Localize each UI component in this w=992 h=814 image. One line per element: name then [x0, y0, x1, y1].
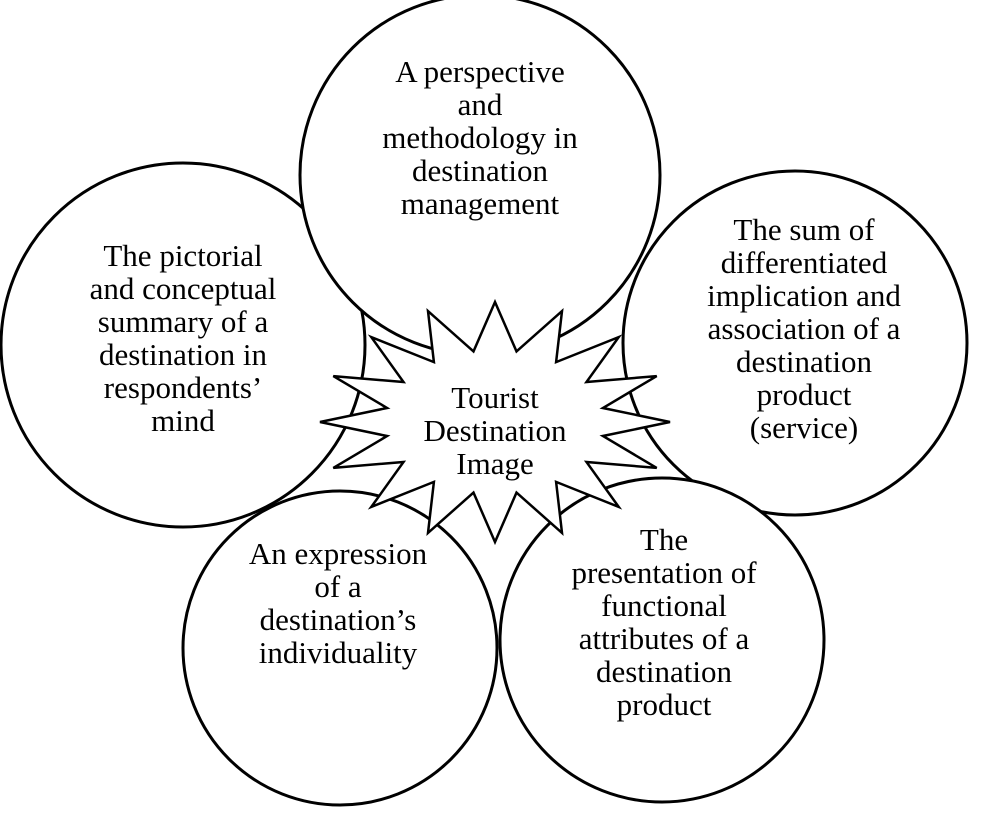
label-line: product	[757, 377, 852, 412]
label-line: destination	[596, 654, 733, 689]
label-line: of a	[314, 569, 362, 604]
label-line: Destination	[424, 413, 567, 448]
label-line: Tourist	[451, 380, 539, 415]
center-star-shape	[319, 298, 671, 546]
label-line: management	[401, 186, 560, 221]
label-line: methodology in	[382, 120, 578, 155]
label-line: individuality	[259, 635, 418, 670]
label-line: summary of a	[98, 304, 269, 339]
label-line: mind	[151, 403, 215, 438]
label-line: product	[617, 687, 712, 722]
label-line: implication and	[707, 278, 901, 313]
label-line: destination	[736, 344, 873, 379]
label-line: destination’s	[260, 602, 417, 637]
label-line: The pictorial	[103, 238, 262, 273]
label-line: respondents’	[104, 370, 262, 405]
label-line: A perspective	[395, 54, 565, 89]
label-line: destination	[412, 153, 549, 188]
label-line: differentiated	[721, 245, 888, 280]
label-line: association of a	[708, 311, 901, 346]
label-line: presentation of	[571, 555, 757, 590]
label-line: An expression	[249, 536, 428, 571]
label-line: destination in	[99, 337, 267, 372]
circle-left-shape	[0, 161, 367, 529]
label-line: and	[458, 87, 503, 122]
label-line: The sum of	[733, 212, 875, 247]
circle-right-shape	[621, 169, 969, 517]
label-line: (service)	[750, 410, 858, 445]
label-line: attributes of a	[579, 621, 750, 656]
label-line: and conceptual	[90, 271, 277, 306]
circle-bottom-right-shape	[498, 476, 826, 804]
label-line: functional	[601, 588, 727, 623]
label-line: The	[640, 522, 688, 557]
circle-bottom-left-shape	[181, 489, 499, 807]
label-line: Image	[456, 446, 533, 481]
